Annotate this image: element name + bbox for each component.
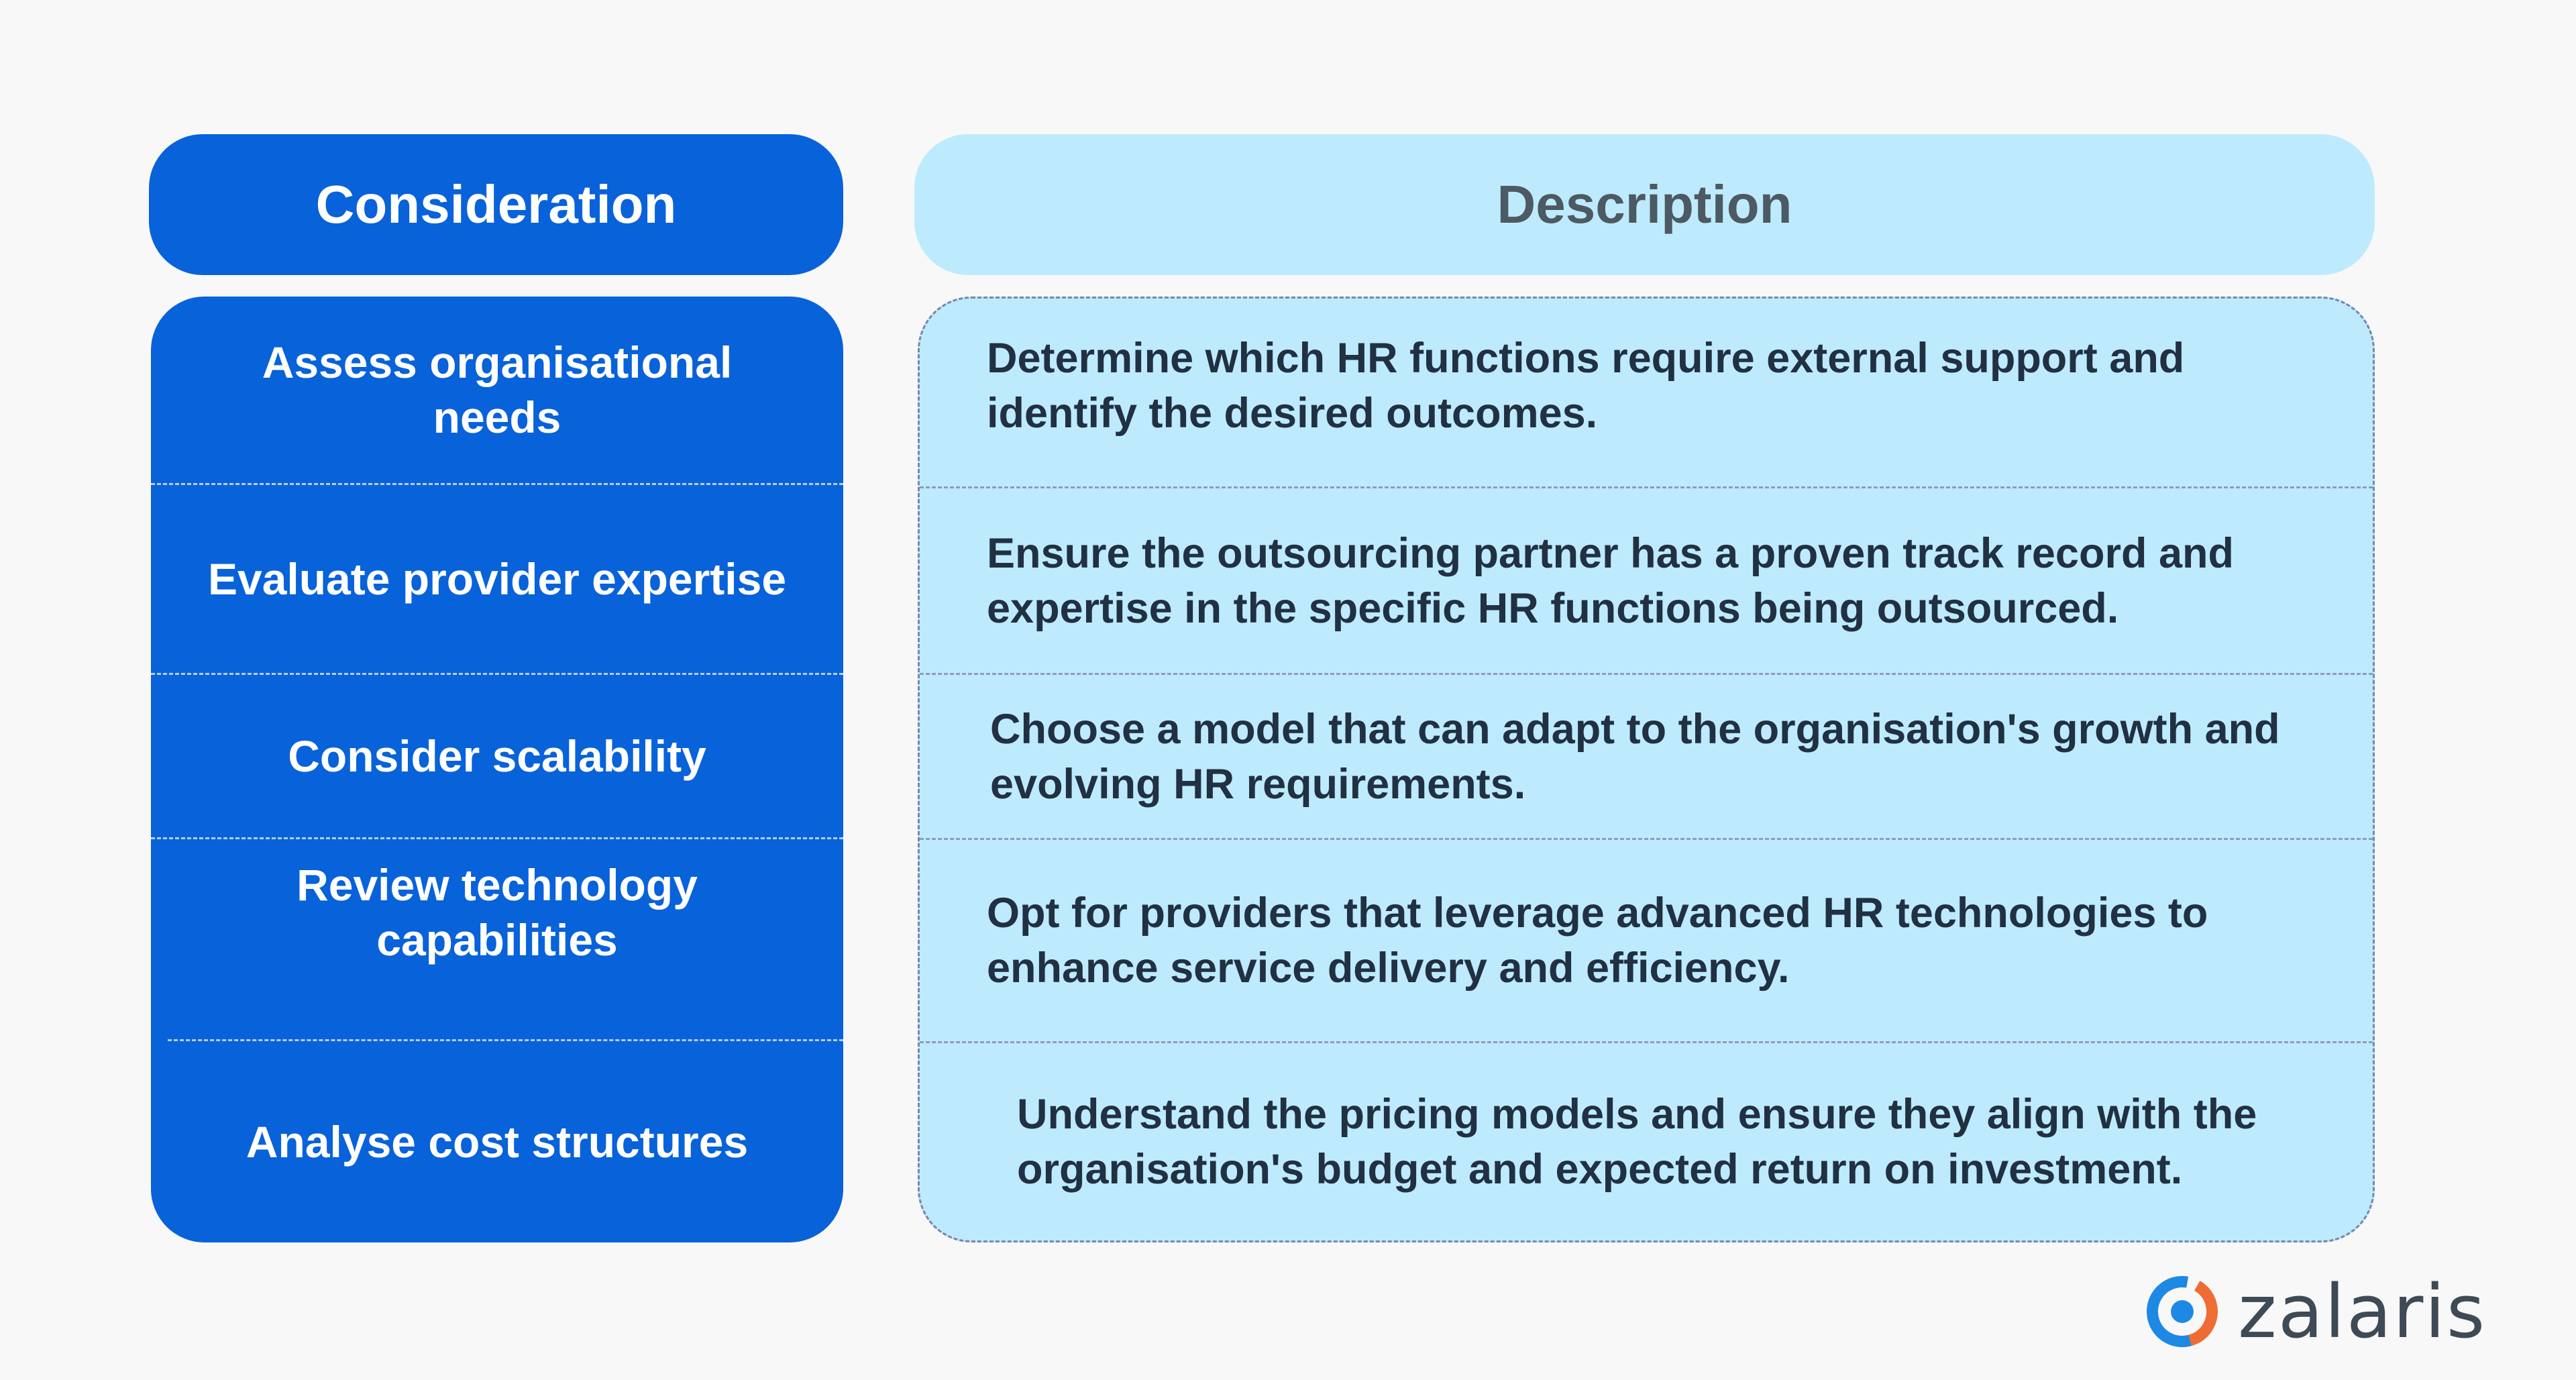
description-cell: Opt for providers that leverage advanced… — [987, 890, 2208, 992]
consideration-cell: Assess organisational needs — [262, 337, 733, 442]
row-divider — [920, 838, 2373, 840]
brand-name: zalaris — [2238, 1269, 2487, 1355]
description-cell: Understand the pricing models and ensure… — [1017, 1091, 2257, 1193]
row-divider — [920, 486, 2373, 488]
description-cell: Choose a model that can adapt to the org… — [990, 705, 2280, 808]
description-cell: Ensure the outsourcing partner has a pro… — [987, 529, 2234, 632]
description-header: Description — [914, 134, 2375, 275]
zalaris-logo-icon — [2147, 1276, 2218, 1347]
row-divider — [920, 673, 2373, 675]
row-divider — [920, 1041, 2373, 1043]
brand-logo: zalaris — [2147, 1271, 2486, 1352]
row-divider — [151, 483, 843, 485]
consideration-cell: Consider scalability — [288, 731, 706, 781]
consideration-column: Assess organisational needs Evaluate pro… — [151, 297, 843, 1242]
row-divider — [168, 1039, 843, 1041]
description-column: Determine which HR functions require ext… — [918, 297, 2375, 1242]
row-divider — [151, 673, 843, 675]
description-cell: Determine which HR functions require ext… — [987, 335, 2185, 437]
consideration-cell: Review technology capabilities — [297, 860, 698, 965]
consideration-cell: Analyse cost structures — [246, 1117, 749, 1167]
row-divider — [151, 837, 843, 839]
consideration-cell: Evaluate provider expertise — [207, 554, 787, 604]
consideration-header: Consideration — [149, 134, 843, 275]
